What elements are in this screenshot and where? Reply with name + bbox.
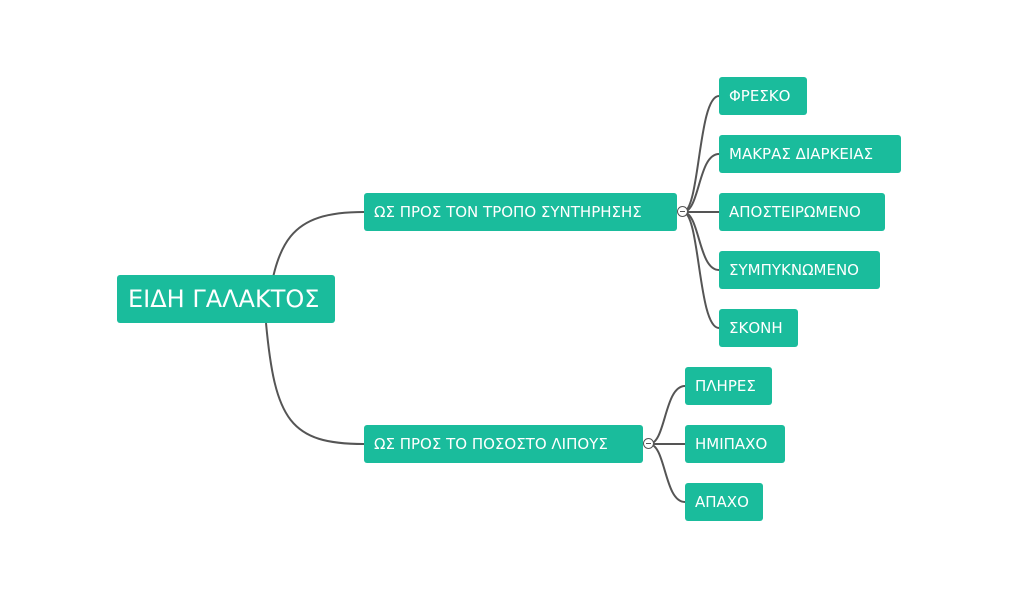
- leaf-node[interactable]: ΜΑΚΡΑΣ ΔΙΑΡΚΕΙΑΣ: [719, 135, 901, 173]
- leaf-node[interactable]: ΣΚΟΝΗ: [719, 309, 798, 347]
- branch-node-fat[interactable]: ΩΣ ΠΡΟΣ ΤΟ ΠΟΣΟΣΤΟ ΛΙΠΟΥΣ: [364, 425, 643, 463]
- root-node[interactable]: ΕΙΔΗ ΓΑΛΑΚΤΟΣ: [117, 275, 335, 323]
- leaf-label: ΗΜΙΠΑΧΟ: [695, 435, 768, 453]
- connector-storage-3: [682, 211, 720, 271]
- connector-fat-0: [648, 385, 686, 445]
- branch-node-storage[interactable]: ΩΣ ΠΡΟΣ ΤΟΝ ΤΡΟΠΟ ΣΥΝΤΗΡΗΣΗΣ: [364, 193, 677, 231]
- leaf-label: ΣΥΜΠΥΚΝΩΜΕΝΟ: [729, 261, 859, 279]
- connector-storage-4: [682, 211, 720, 329]
- collapse-icon[interactable]: [643, 438, 654, 449]
- collapse-icon[interactable]: [677, 206, 688, 217]
- leaf-node[interactable]: ΑΠΟΣΤΕΙΡΩΜΕΝΟ: [719, 193, 885, 231]
- root-label: ΕΙΔΗ ΓΑΛΑΚΤΟΣ: [128, 285, 320, 313]
- leaf-node[interactable]: ΑΠΑΧΟ: [685, 483, 763, 521]
- connector-fat-2: [648, 443, 686, 503]
- leaf-label: ΑΠΟΣΤΕΙΡΩΜΕΝΟ: [729, 203, 861, 221]
- branch-label: ΩΣ ΠΡΟΣ ΤΟ ΠΟΣΟΣΤΟ ΛΙΠΟΥΣ: [374, 435, 608, 453]
- leaf-label: ΑΠΑΧΟ: [695, 493, 749, 511]
- leaf-label: ΣΚΟΝΗ: [729, 319, 783, 337]
- leaf-label: ΦΡΕΣΚΟ: [729, 87, 791, 105]
- connector-storage-0: [682, 95, 720, 213]
- leaf-label: ΠΛΗΡΕΣ: [695, 377, 756, 395]
- leaf-node[interactable]: ΣΥΜΠΥΚΝΩΜΕΝΟ: [719, 251, 880, 289]
- branch-label: ΩΣ ΠΡΟΣ ΤΟΝ ΤΡΟΠΟ ΣΥΝΤΗΡΗΣΗΣ: [374, 203, 642, 221]
- connector-root-fat: [265, 322, 365, 445]
- leaf-node[interactable]: ΦΡΕΣΚΟ: [719, 77, 807, 115]
- leaf-node[interactable]: ΗΜΙΠΑΧΟ: [685, 425, 785, 463]
- connector-storage-1: [682, 153, 720, 213]
- leaf-label: ΜΑΚΡΑΣ ΔΙΑΡΚΕΙΑΣ: [729, 145, 874, 163]
- leaf-node[interactable]: ΠΛΗΡΕΣ: [685, 367, 772, 405]
